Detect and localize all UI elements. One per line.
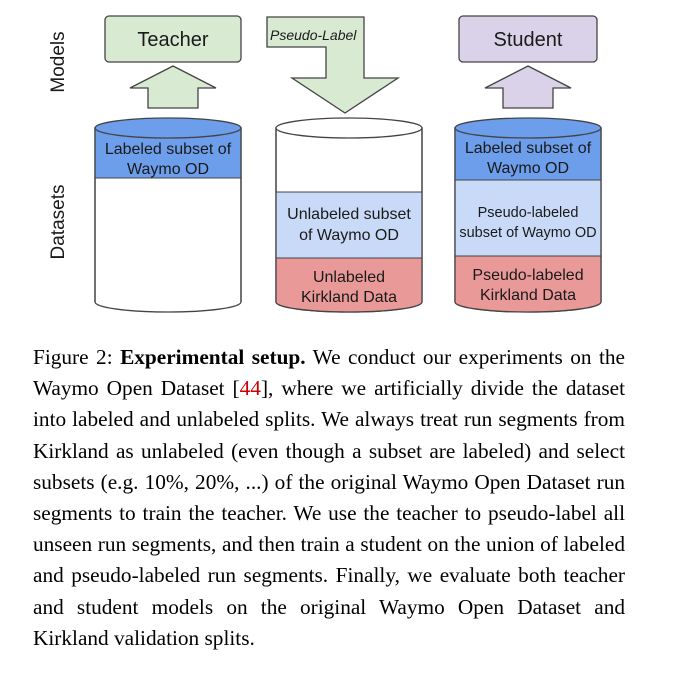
row-label-models: Models bbox=[48, 31, 69, 92]
row-label-datasets: Datasets bbox=[48, 185, 69, 260]
unlabeled-kirkland-line-2: Kirkland Data bbox=[301, 289, 397, 306]
caption-label: Figure 2: bbox=[33, 345, 113, 369]
pseudo-label-arrow: Pseudo-Label bbox=[266, 16, 401, 114]
student-up-arrow bbox=[484, 65, 572, 109]
teacher-labeled-segment bbox=[95, 128, 241, 178]
teacher-up-arrow bbox=[129, 65, 217, 109]
caption-title: Experimental setup. bbox=[120, 345, 306, 369]
student-dataset-cylinder: Labeled subset of Waymo OD Pseudo-labele… bbox=[454, 117, 602, 313]
figure-caption: Figure 2: Experimental setup. We conduct… bbox=[33, 342, 625, 654]
student-pseudo-waymo-segment bbox=[455, 180, 601, 256]
student-pseudo-kirkland-line-2: Kirkland Data bbox=[480, 287, 576, 304]
student-labeled-line-2: Waymo OD bbox=[487, 160, 569, 177]
unlabeled-waymo-line-2: of Waymo OD bbox=[299, 227, 399, 244]
unlabeled-waymo-line-1: Unlabeled subset bbox=[287, 206, 411, 223]
caption-text-2: ], where we artificially divide the data… bbox=[33, 376, 626, 650]
student-labeled-line-1: Labeled subset of bbox=[465, 140, 592, 157]
student-pseudo-waymo-line-1: Pseudo-labeled bbox=[478, 205, 579, 221]
student-pseudo-kirkland-segment bbox=[455, 256, 601, 312]
pseudo-label-text: Pseudo-Label bbox=[270, 27, 357, 43]
teacher-label: Teacher bbox=[137, 29, 208, 51]
teacher-labeled-line-1: Labeled subset of bbox=[105, 141, 232, 158]
unlabeled-waymo-segment bbox=[276, 192, 422, 258]
citation-link[interactable]: 44 bbox=[239, 376, 261, 401]
teacher-model-box: Teacher bbox=[104, 15, 242, 63]
unlabeled-kirkland-segment bbox=[276, 258, 422, 312]
teacher-labeled-line-2: Waymo OD bbox=[127, 161, 209, 178]
student-pseudo-kirkland-line-1: Pseudo-labeled bbox=[472, 267, 583, 284]
caption-text-1: We conduct our experiments on the Waymo … bbox=[33, 345, 625, 401]
student-model-box: Student bbox=[458, 15, 598, 63]
student-label: Student bbox=[494, 29, 563, 51]
teacher-dataset-cylinder: Labeled subset of Waymo OD bbox=[94, 117, 242, 313]
unlabeled-kirkland-line-1: Unlabeled bbox=[313, 269, 385, 286]
student-pseudo-waymo-line-2: subset of Waymo OD bbox=[459, 225, 596, 241]
experimental-setup-figure: Models Datasets Teacher Pseudo-Label Stu… bbox=[0, 0, 690, 330]
unlabeled-dataset-cylinder: Unlabeled subset of Waymo OD Unlabeled K… bbox=[275, 117, 423, 313]
